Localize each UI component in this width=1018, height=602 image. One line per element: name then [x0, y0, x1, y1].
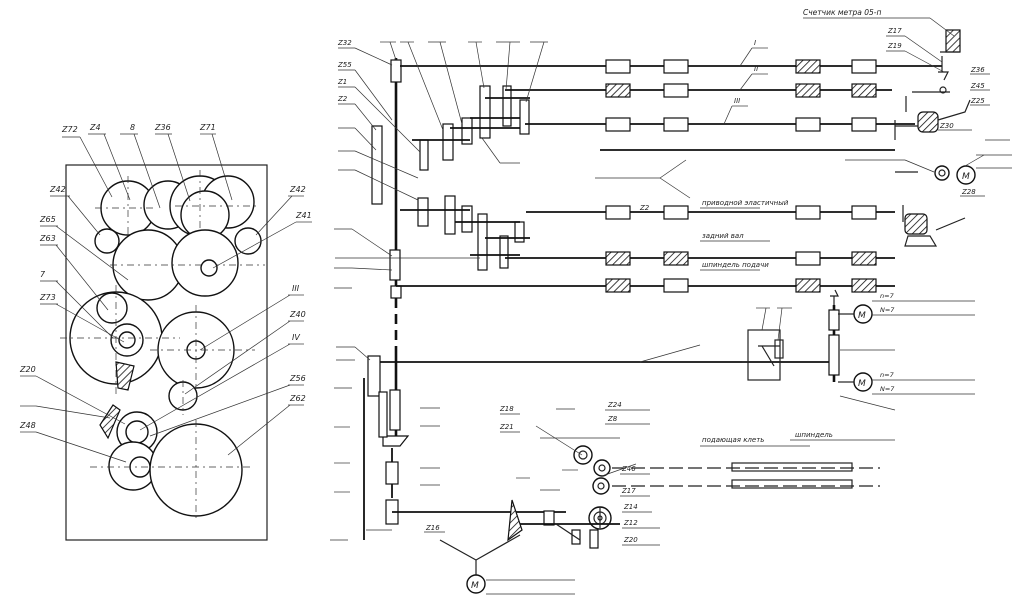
main-vertical-shaft	[363, 58, 566, 540]
spindle-note-2: задний вал	[702, 232, 744, 240]
label-z40: Z40	[289, 310, 306, 319]
gear-box-labels: Z72 Z4 8 Z36 Z71 Z42 Z42 Z65 Z63 7 Z73 Z…	[19, 123, 312, 430]
gear-box-callouts	[20, 133, 312, 463]
label-z4: Z4	[89, 123, 101, 132]
label-z42b: Z42	[289, 185, 306, 194]
label-z36: Z36	[154, 123, 171, 132]
label-z21: Z55	[337, 61, 352, 69]
feed-mechanism: M M n=7 N=7 n=7 N=7	[742, 289, 975, 411]
label-iv: IV	[292, 333, 300, 342]
label-bottom-1: Z18	[499, 405, 514, 413]
upper-gear-train	[335, 85, 530, 271]
motor-label-3: M	[858, 379, 866, 389]
label-z20: Z20	[19, 365, 36, 374]
spindle-note-3: шпиндель подачи	[702, 261, 769, 269]
upper-callouts: приводной эластичный задний вал шпиндель…	[380, 39, 789, 271]
bottom-callouts: Z18 Z21 Z24 Z8 Z46 Z17 Z14 Z12 Z20 Z16	[424, 401, 660, 546]
label-bottom-8: Z12	[623, 519, 638, 527]
label-bottom-4: Z8	[607, 415, 618, 423]
spindle-note-1: приводной эластичный	[702, 199, 789, 207]
label-z65: Z65	[39, 215, 56, 224]
label-z46: Z2	[639, 204, 650, 212]
label-z62: Z62	[289, 394, 306, 403]
label-z71: Z71	[199, 123, 216, 132]
label-z24: Z1	[337, 78, 347, 86]
label-z72: Z72	[61, 125, 78, 134]
label-iii: III	[292, 284, 300, 293]
motor-label-1: M	[962, 172, 970, 182]
feed-label-2: шпиндель	[795, 431, 833, 439]
label-z25: Z25	[970, 97, 985, 105]
label-z28: Z28	[961, 188, 976, 196]
gear-box-panel	[60, 164, 268, 541]
label-z19: Z19	[887, 42, 902, 50]
motor-label-2: M	[858, 311, 866, 321]
label-z17: Z17	[887, 27, 902, 35]
label-z42a: Z42	[49, 185, 66, 194]
motor-note-4: N=7	[880, 385, 895, 393]
label-z48: Z48	[19, 421, 36, 430]
central-callouts: Z32 Z55 Z1 Z2	[330, 39, 440, 541]
motor-note-2: N=7	[880, 306, 895, 314]
label-bottom-10: Z16	[425, 524, 440, 532]
label-bottom-9: Z20	[623, 536, 638, 544]
label-z63: Z63	[39, 234, 56, 243]
shaft-label-i: I	[754, 39, 756, 47]
label-bottom-7: Z14	[623, 503, 638, 511]
label-z73: Z73	[39, 293, 56, 302]
shaft-label-iii: III	[734, 97, 740, 105]
label-z18: Z32	[337, 39, 352, 47]
feed-label-1: подающая клеть	[702, 436, 764, 444]
label-z36: Z36	[970, 66, 985, 74]
label-8: 8	[130, 123, 135, 132]
roll-pairs	[605, 59, 877, 293]
counter-label: Счетчик метра 05-п	[803, 8, 882, 17]
label-bottom-3: Z24	[607, 401, 622, 409]
label-z41: Z41	[295, 211, 312, 220]
label-7: 7	[40, 270, 46, 279]
counter-mechanism	[894, 29, 971, 247]
label-z56: Z56	[289, 374, 306, 383]
motor-label-4: M	[471, 581, 479, 591]
right-motors: M	[845, 154, 1012, 185]
label-bottom-5: Z46	[621, 465, 636, 473]
label-z8: Z2	[337, 95, 348, 103]
label-bottom-6: Z17	[621, 487, 636, 495]
leader-lines	[535, 344, 701, 477]
shaft-label-ii: II	[754, 65, 758, 73]
label-z30: Z30	[939, 122, 954, 130]
label-z45: Z45	[970, 82, 985, 90]
motor-note-1: n=7	[880, 292, 895, 300]
bottom-feed-rolls: подающая клеть шпиндель M	[439, 431, 895, 595]
motor-note-3: n=7	[880, 371, 895, 379]
top-right-callouts: Счетчик метра 05-п Z17 Z19 Z36 Z45 Z25 Z…	[803, 8, 1010, 197]
label-bottom-2: Z21	[499, 423, 514, 431]
